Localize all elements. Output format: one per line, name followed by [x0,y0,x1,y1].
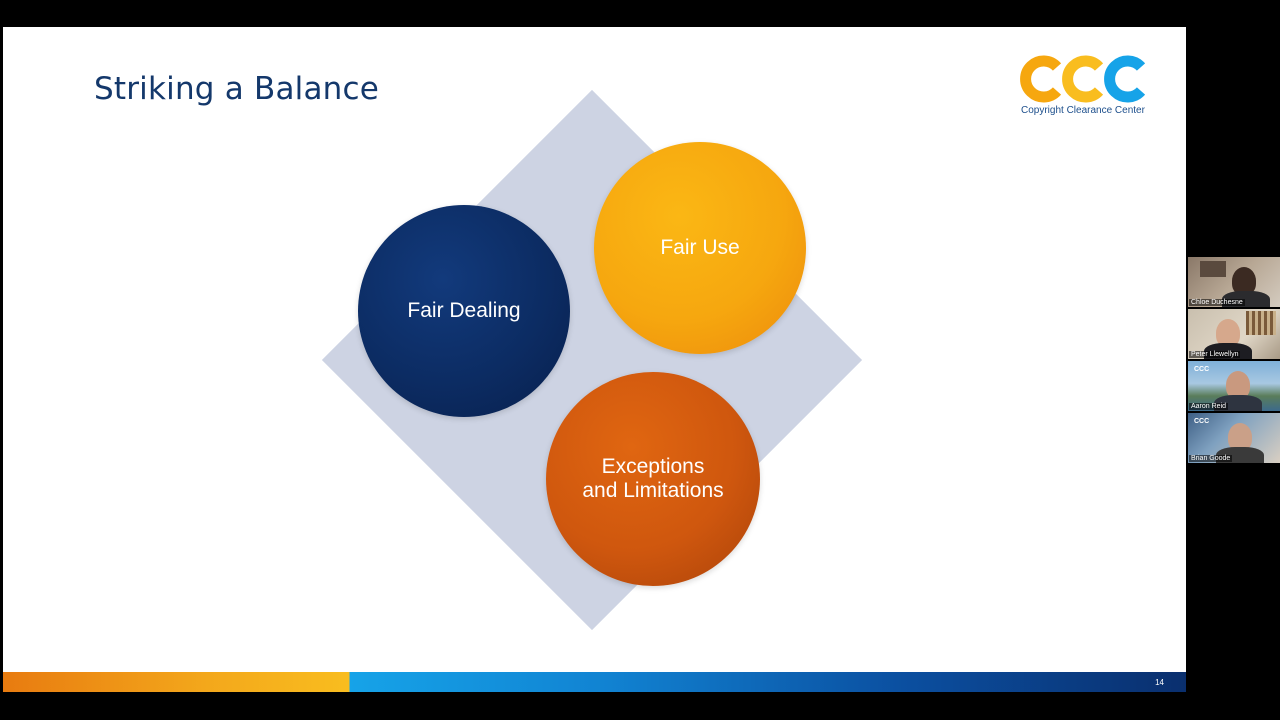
participant-name: Peter Llewellyn [1189,351,1241,358]
fair-dealing-label: Fair Dealing [407,299,521,322]
ccc-logo-mark [1020,55,1146,103]
fair-use-circle: Fair Use [594,142,806,354]
fair-use-label: Fair Use [660,236,740,259]
exceptions-label-line2: and Limitations [582,479,724,502]
exceptions-label-line1: Exceptions [601,455,705,478]
footer-gradient-bar: 14 [3,672,1186,692]
participant-badge: CCC [1194,366,1210,373]
exceptions-circle: Exceptions and Limitations [546,372,760,586]
participant-name: Brian Goode [1189,455,1233,462]
page-number: 14 [1155,678,1164,687]
presentation-slide: Striking a Balance Copyright Clearance C… [3,27,1186,692]
slide-title: Striking a Balance [94,71,380,107]
participant-name: Aaron Reid [1189,403,1229,410]
participant-badge: CCC [1194,418,1210,425]
exceptions-label: Exceptions and Limitations [582,455,723,503]
logo-tagline: Copyright Clearance Center [1021,105,1145,116]
participant-name: Chloe Duchesne [1189,299,1245,306]
ccc-logo: Copyright Clearance Center [1019,55,1149,119]
participant-video-strip: Chloe Duchesne Peter Llewellyn CCC Aaron… [1188,257,1280,465]
participant-tile[interactable]: Peter Llewellyn [1188,309,1280,359]
participant-tile[interactable]: CCC Brian Goode [1188,413,1280,463]
participant-tile[interactable]: Chloe Duchesne [1188,257,1280,307]
fair-dealing-circle: Fair Dealing [358,205,570,417]
participant-tile[interactable]: CCC Aaron Reid [1188,361,1280,411]
